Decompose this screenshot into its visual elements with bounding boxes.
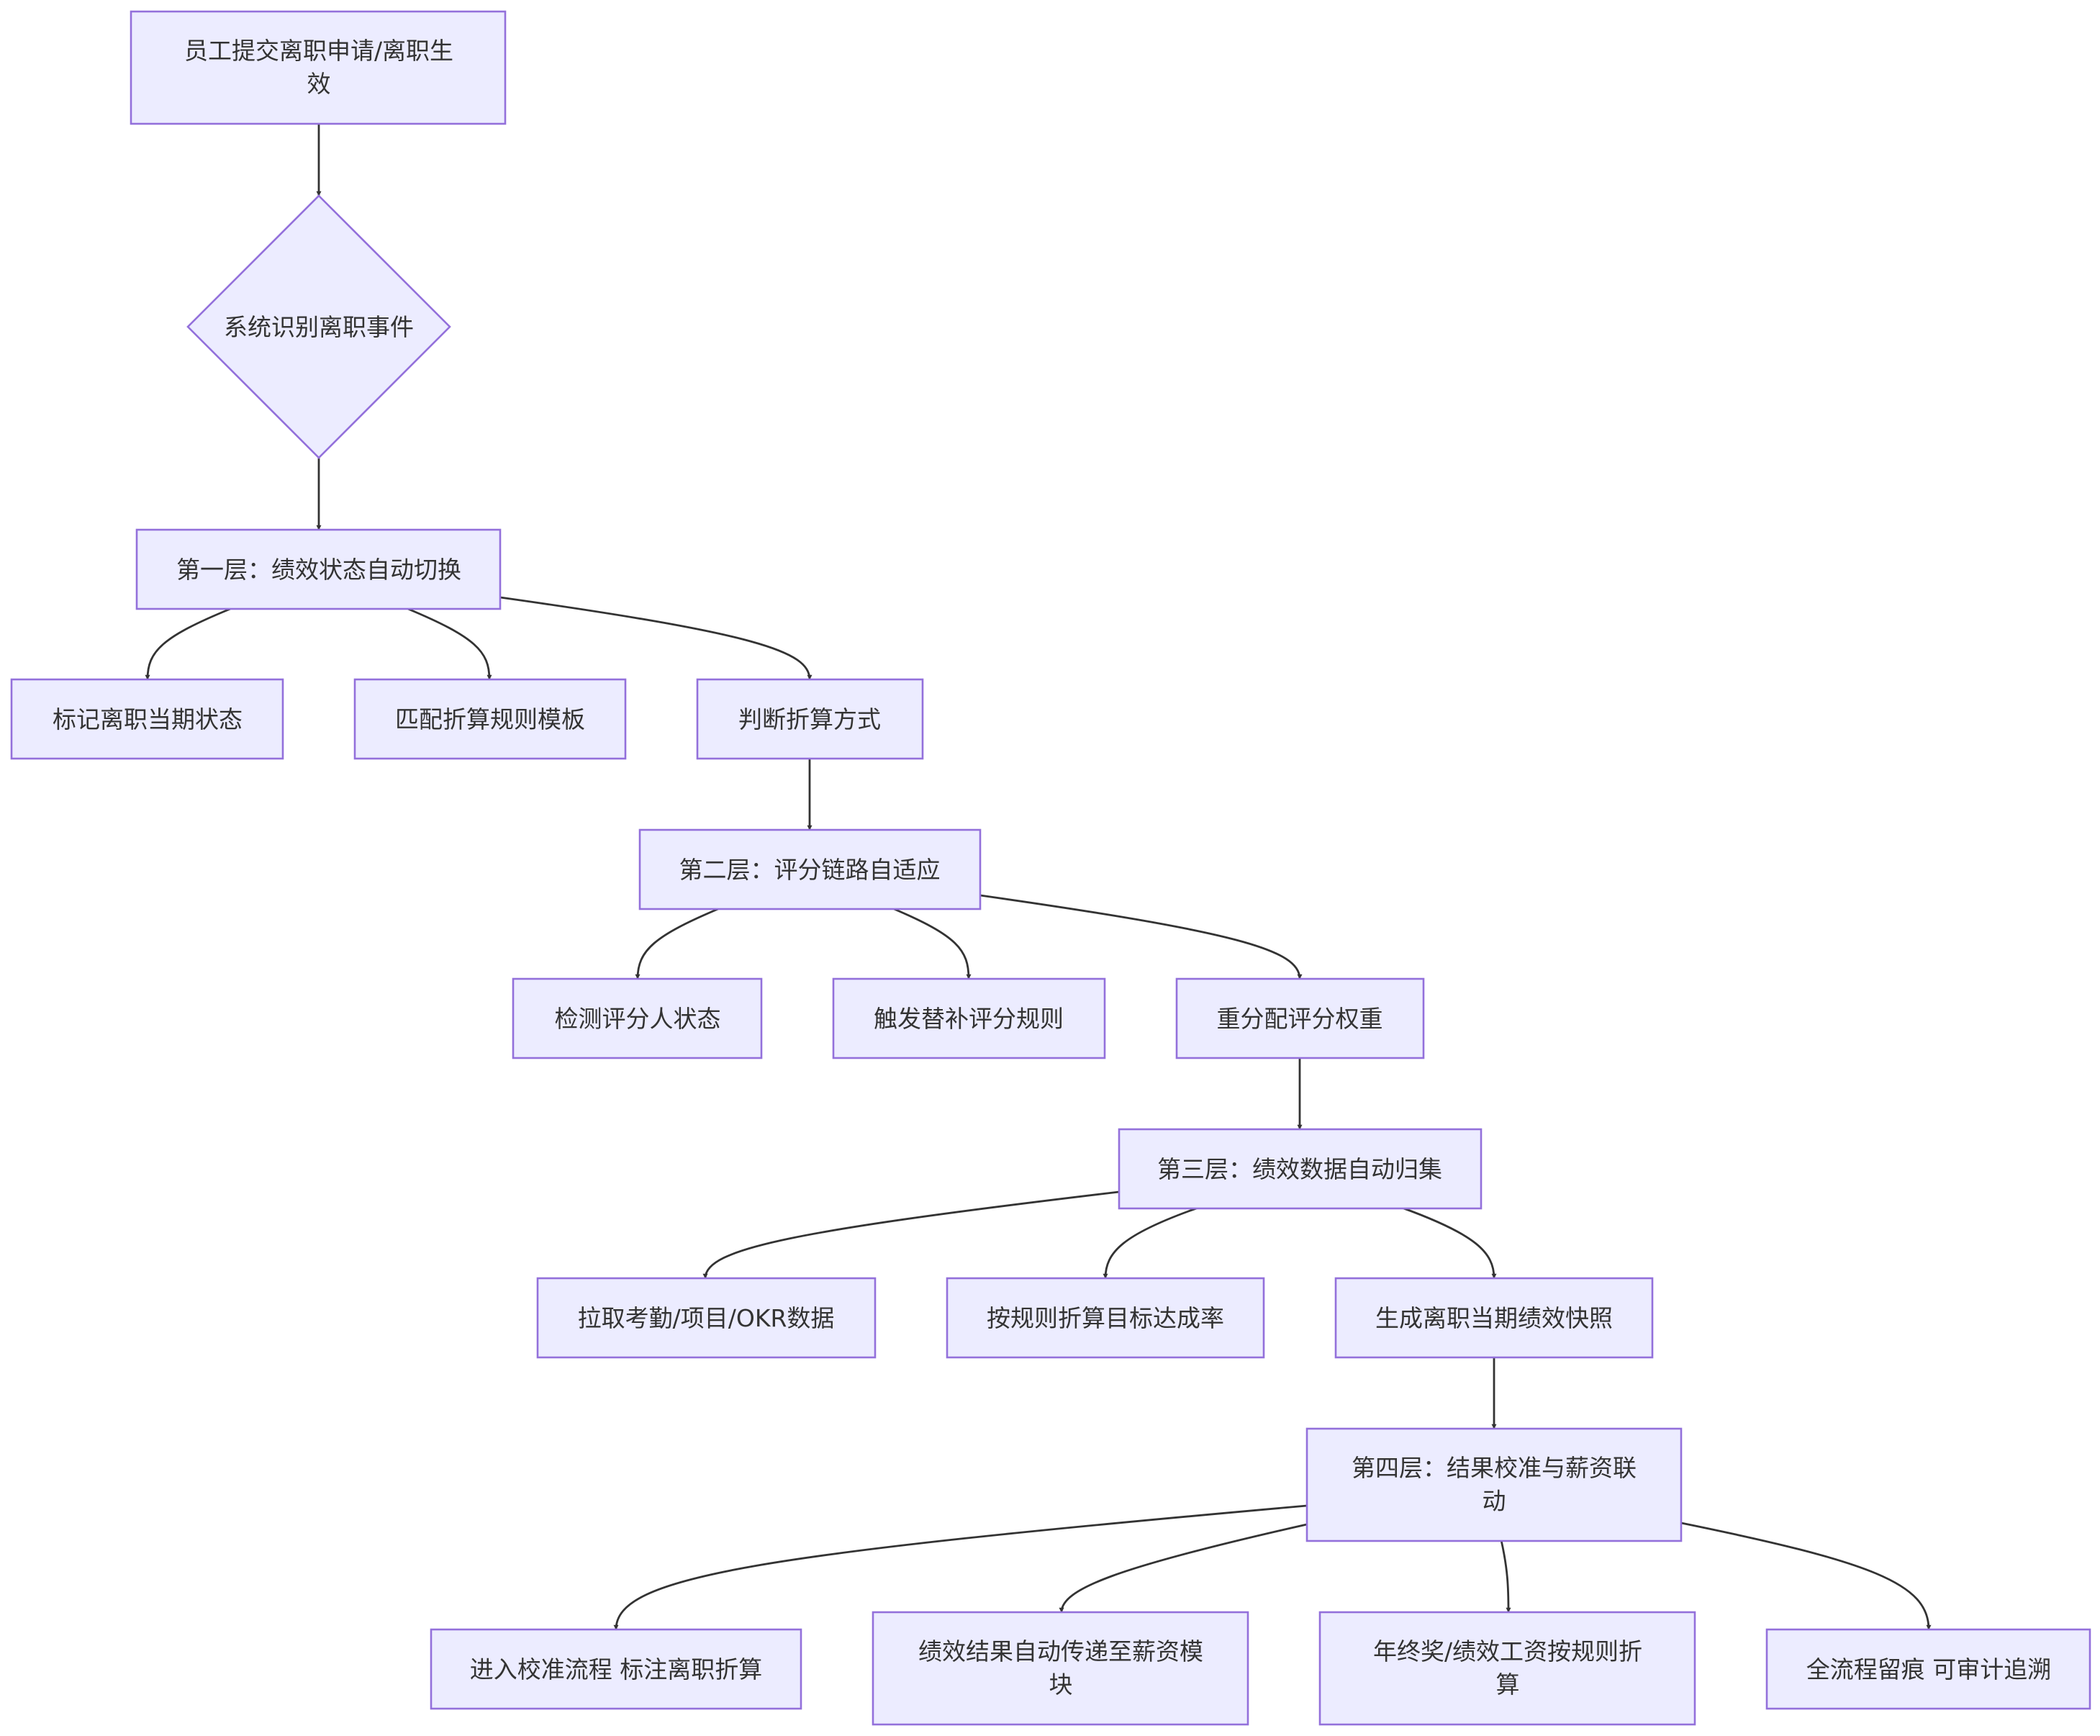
node-l4b-line2: 块 xyxy=(1049,1671,1073,1699)
node-l4a-label: 进入校准流程 标注离职折算 xyxy=(470,1655,763,1683)
edge-layer4-l4c xyxy=(1500,1540,1511,1613)
node-l3c-label: 生成离职当期绩效快照 xyxy=(1375,1304,1613,1332)
edge-layer2-l2c xyxy=(979,894,1303,980)
node-l2c-label: 重分配评分权重 xyxy=(1217,1005,1383,1033)
nodes: 员工提交离职申请/离职生 效 系统识别离职事件 第一层：绩效状态自动切换 标记离… xyxy=(10,10,2091,1726)
node-detect-decision: 系统识别离职事件 xyxy=(186,194,451,459)
node-l4c-line2: 算 xyxy=(1496,1671,1520,1699)
node-start: 员工提交离职申请/离职生 效 xyxy=(130,10,507,125)
node-l1b: 匹配折算规则模板 xyxy=(353,678,627,760)
node-l4b-line1: 绩效结果自动传递至薪资模 xyxy=(918,1637,1203,1665)
node-l3b-label: 按规则折算目标达成率 xyxy=(987,1304,1224,1332)
node-layer1-label: 第一层：绩效状态自动切换 xyxy=(176,556,461,584)
node-layer3-label: 第三层：绩效数据自动归集 xyxy=(1157,1155,1442,1183)
node-l4c-line1: 年终奖/绩效工资按规则折 xyxy=(1373,1637,1642,1665)
edge-layer3-l3c xyxy=(1401,1206,1497,1279)
node-l2a-label: 检测评分人状态 xyxy=(555,1005,721,1033)
node-layer4-line2: 动 xyxy=(1483,1487,1506,1515)
node-l2b-label: 触发替补评分规则 xyxy=(874,1005,1064,1033)
node-layer4: 第四层：结果校准与薪资联 动 xyxy=(1305,1427,1683,1542)
node-l4d: 全流程留痕 可审计追溯 xyxy=(1765,1628,2091,1710)
node-l3b: 按规则折算目标达成率 xyxy=(946,1277,1265,1359)
node-l1a-label: 标记离职当期状态 xyxy=(53,705,243,733)
edge-layer3-l3a xyxy=(702,1190,1120,1279)
node-l4a: 进入校准流程 标注离职折算 xyxy=(430,1628,802,1710)
node-l1a: 标记离职当期状态 xyxy=(10,678,284,760)
node-layer2-label: 第二层：评分链路自适应 xyxy=(679,856,941,884)
node-layer2: 第二层：评分链路自适应 xyxy=(638,828,982,910)
node-l4c: 年终奖/绩效工资按规则折 算 xyxy=(1318,1611,1696,1726)
node-detect-label: 系统识别离职事件 xyxy=(224,313,414,341)
edge-layer4-l4b xyxy=(1059,1523,1308,1613)
edge-layer1-l1a xyxy=(145,607,231,680)
node-l2a: 检测评分人状态 xyxy=(512,977,763,1059)
node-l1c: 判断折算方式 xyxy=(696,678,924,760)
node-l4d-label: 全流程留痕 可审计追溯 xyxy=(1806,1655,2052,1683)
edge-layer4-l4d xyxy=(1680,1522,1932,1630)
node-start-line2: 效 xyxy=(307,70,331,98)
edges xyxy=(145,124,1932,1630)
edge-layer1-l1c xyxy=(499,596,813,680)
edge-layer3-l3b xyxy=(1103,1206,1199,1279)
node-layer4-line1: 第四层：结果校准与薪资联 xyxy=(1352,1454,1637,1482)
node-start-line1: 员工提交离职申请/离职生 xyxy=(184,37,453,65)
node-l2c: 重分配评分权重 xyxy=(1175,977,1425,1059)
node-l3a-label: 拉取考勤/项目/OKR数据 xyxy=(578,1304,835,1332)
edge-layer2-l2b xyxy=(892,907,972,980)
node-layer3: 第三层：绩效数据自动归集 xyxy=(1118,1128,1483,1210)
edge-layer2-l2a xyxy=(635,907,720,980)
node-l1c-label: 判断折算方式 xyxy=(738,705,881,733)
edge-layer1-l1b xyxy=(407,607,492,680)
node-l3a: 拉取考勤/项目/OKR数据 xyxy=(536,1277,877,1359)
node-l2b: 触发替补评分规则 xyxy=(832,977,1106,1059)
node-l4b: 绩效结果自动传递至薪资模 块 xyxy=(872,1611,1249,1726)
node-l3c: 生成离职当期绩效快照 xyxy=(1334,1277,1654,1359)
node-layer1: 第一层：绩效状态自动切换 xyxy=(135,528,502,610)
edge-layer4-l4a xyxy=(613,1504,1308,1630)
node-l1b-label: 匹配折算规则模板 xyxy=(395,705,585,733)
